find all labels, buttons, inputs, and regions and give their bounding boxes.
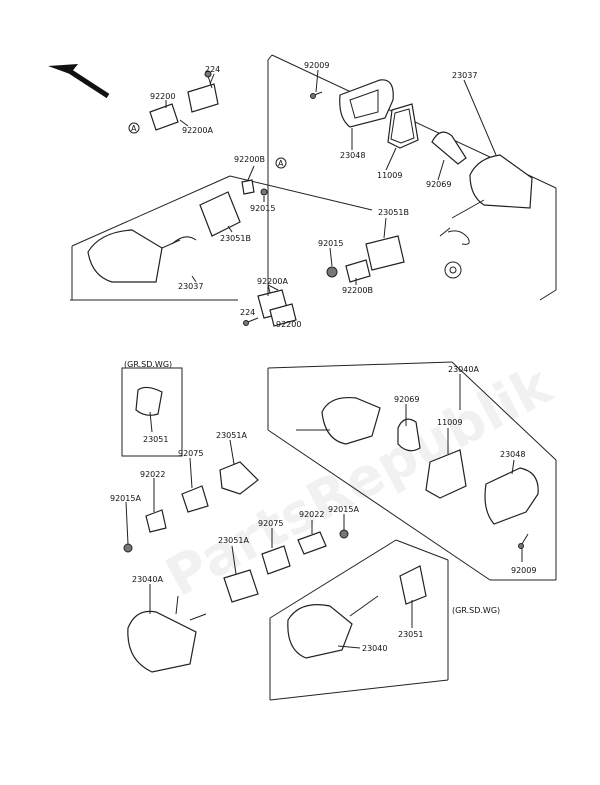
label-92009-top: 92009 <box>304 61 329 70</box>
front-left-signal-group <box>70 70 373 327</box>
front-right-signal-group <box>267 54 557 301</box>
label-gr-sd-wg-right: (GR.SD.WG) <box>452 606 500 615</box>
label-23051b-right: 23051B <box>378 208 409 217</box>
label-23048-bottom: 23048 <box>500 450 525 459</box>
label-gr-sd-wg-left: (GR.SD.WG) <box>124 360 172 369</box>
label-11009-bottom: 11009 <box>437 418 462 427</box>
label-92015-left: 92015 <box>250 204 275 213</box>
label-92200: 92200 <box>150 92 175 101</box>
label-23037-left: 23037 <box>178 282 203 291</box>
leader-lines <box>125 69 523 649</box>
label-a-mark-right: A <box>278 159 284 168</box>
label-92200b-left: 92200B <box>234 155 265 164</box>
mid-small-parts <box>123 461 349 603</box>
label-23051a-top: 23051A <box>216 431 247 440</box>
label-23051-left: 23051 <box>143 435 168 444</box>
label-23051-right: 23051 <box>398 630 423 639</box>
label-92022-left: 92022 <box>140 470 165 479</box>
label-224-top: 224 <box>205 65 220 74</box>
label-92015a-mid: 92015A <box>328 505 359 514</box>
label-92069-top: 92069 <box>426 180 451 189</box>
rear-right-inset-group <box>269 539 449 701</box>
label-92200b-mid: 92200B <box>342 286 373 295</box>
label-92022-mid: 92022 <box>299 510 324 519</box>
label-23037-right: 23037 <box>452 71 477 80</box>
label-92075-mid: 92075 <box>258 519 283 528</box>
label-23040a-bottom: 23040A <box>132 575 163 584</box>
label-23048-top: 23048 <box>340 151 365 160</box>
label-92015-mid: 92015 <box>318 239 343 248</box>
rear-left-signal-group <box>127 595 207 673</box>
label-11009-top: 11009 <box>377 171 402 180</box>
label-92009-bottom: 92009 <box>511 566 536 575</box>
label-23051b-left: 23051B <box>220 234 251 243</box>
label-23040: 23040 <box>362 644 387 653</box>
label-92069-bottom: 92069 <box>394 395 419 404</box>
label-92015a-left: 92015A <box>110 494 141 503</box>
label-92200a-mid: 92200A <box>257 277 288 286</box>
label-224-mid: 224 <box>240 308 255 317</box>
inset-left-gr-sd-wg <box>121 367 183 457</box>
label-a-mark-top: A <box>131 124 137 133</box>
label-92075-top: 92075 <box>178 449 203 458</box>
callout-labels: 224 92200 92200A A 92200B A 92015 23051B… <box>110 61 536 653</box>
label-23040a-top: 23040A <box>448 365 479 374</box>
label-92200a-top: 92200A <box>182 126 213 135</box>
front-arrow-icon <box>48 64 110 99</box>
label-92200-mid: 92200 <box>276 320 301 329</box>
label-23051a-bottom: 23051A <box>218 536 249 545</box>
rear-right-signal-group <box>267 361 557 581</box>
